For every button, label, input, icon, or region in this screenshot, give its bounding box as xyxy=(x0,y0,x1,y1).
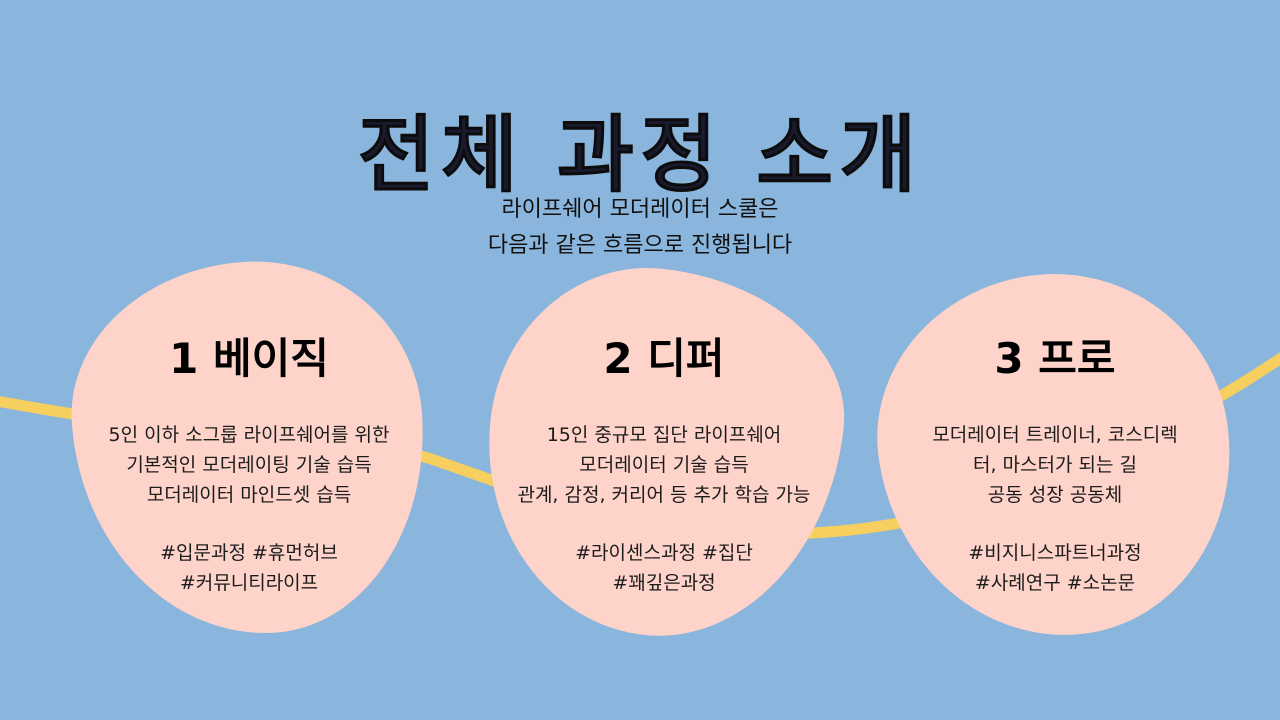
tag-line: #사례연구 #소논문 xyxy=(974,572,1136,594)
description-line: 5인 이하 소그룹 라이프쉐어를 위한 xyxy=(108,424,390,446)
course-description: 5인 이하 소그룹 라이프쉐어를 위한 기본적인 모더레이팅 기술 습득 모더레… xyxy=(74,420,424,510)
tag-line: #라이센스과정 #집단 xyxy=(575,542,753,564)
page-subtitle: 라이프쉐어 모더레이터 스쿨은 다음과 같은 흐름으로 진행됩니다 xyxy=(0,192,1280,264)
description-line: 15인 중규모 집단 라이프쉐어 xyxy=(546,424,782,446)
course-description: 15인 중규모 집단 라이프쉐어 모더레이터 기술 습득 관계, 감정, 커리어… xyxy=(488,420,840,510)
description-line: 모더레이터 마인드셋 습득 xyxy=(146,484,352,506)
course-card-deeper: 2 디퍼 15인 중규모 집단 라이프쉐어 모더레이터 기술 습득 관계, 감정… xyxy=(488,334,840,598)
description-line: 터, 마스터가 되는 길 xyxy=(973,454,1137,476)
course-description: 모더레이터 트레이너, 코스디렉 터, 마스터가 되는 길 공동 성장 공동체 xyxy=(860,420,1250,510)
course-card-pro: 3 프로 모더레이터 트레이너, 코스디렉 터, 마스터가 되는 길 공동 성장… xyxy=(880,334,1250,598)
description-line: 모더레이터 트레이너, 코스디렉 xyxy=(932,424,1178,446)
course-title: 1 베이직 xyxy=(169,334,329,383)
description-line: 모더레이터 기술 습득 xyxy=(579,454,749,476)
tag-line: #비지니스파트너과정 xyxy=(968,542,1142,564)
subtitle-line: 라이프쉐어 모더레이터 스쿨은 xyxy=(501,197,779,222)
description-line: 관계, 감정, 커리어 등 추가 학습 가능 xyxy=(517,484,811,506)
course-title: 3 프로 xyxy=(994,334,1116,383)
course-tags: #비지니스파트너과정 #사례연구 #소논문 xyxy=(860,538,1250,598)
tag-line: #입문과정 #휴먼허브 xyxy=(160,542,338,564)
course-title: 2 디퍼 xyxy=(603,334,725,383)
course-tags: #라이센스과정 #집단 #꽤깊은과정 xyxy=(488,538,840,598)
tag-line: #커뮤니티라이프 xyxy=(179,572,319,594)
description-line: 기본적인 모더레이팅 기술 습득 xyxy=(126,454,372,476)
tag-line: #꽤깊은과정 xyxy=(612,572,716,594)
course-tags: #입문과정 #휴먼허브 #커뮤니티라이프 xyxy=(74,538,424,598)
description-line: 공동 성장 공동체 xyxy=(987,484,1123,506)
page-title: 전체 과정 소개 xyxy=(356,105,923,206)
subtitle-line: 다음과 같은 흐름으로 진행됩니다 xyxy=(487,233,793,258)
course-card-basic: 1 베이직 5인 이하 소그룹 라이프쉐어를 위한 기본적인 모더레이팅 기술 … xyxy=(74,334,424,598)
